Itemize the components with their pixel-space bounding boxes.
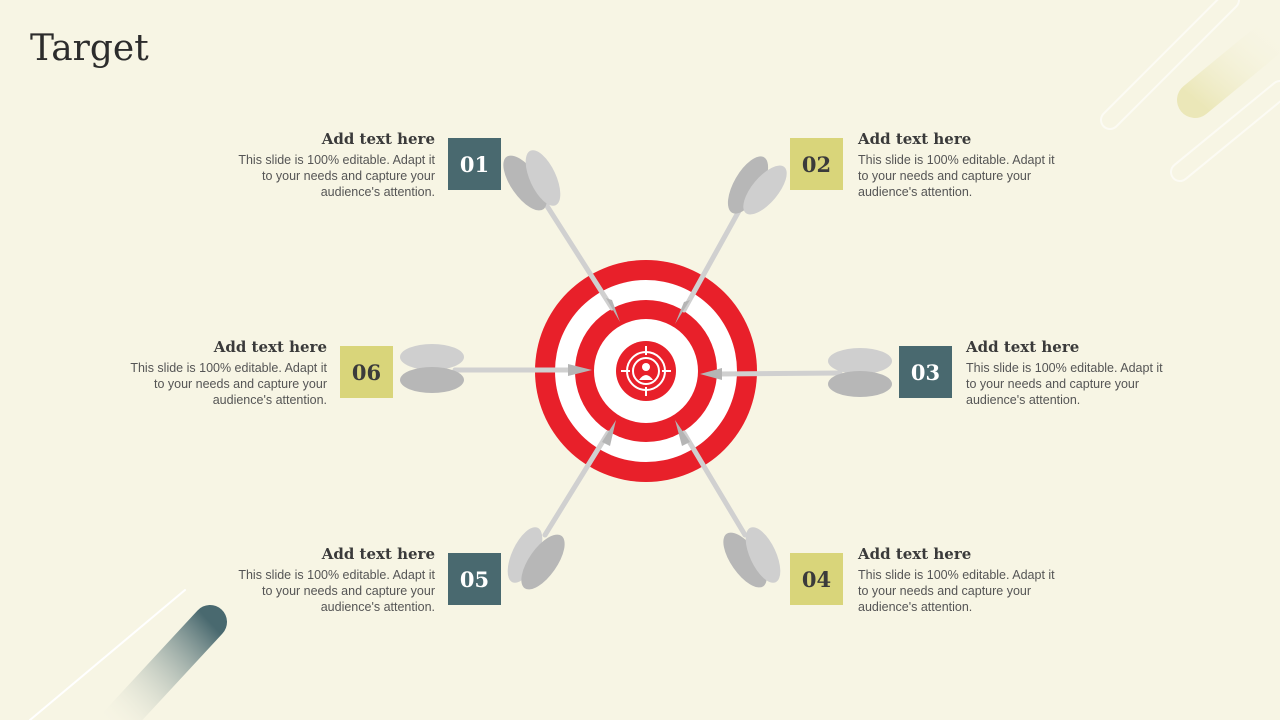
dart-03 — [700, 348, 892, 397]
dart-05 — [507, 420, 616, 590]
item-number-badge: 06 — [340, 346, 393, 398]
page-title: Target — [30, 28, 149, 69]
item-body: This slide is 100% editable. Adapt it to… — [858, 153, 1055, 199]
dart-02 — [675, 156, 787, 324]
item-number-badge: 03 — [899, 346, 952, 398]
item-heading: Add text here — [966, 338, 1080, 356]
deco-yellow-bar — [1177, 12, 1280, 118]
item-number-badge: 02 — [790, 138, 843, 190]
item-body: This slide is 100% editable. Adapt it to… — [238, 568, 435, 614]
item-03-text: Add text here This slide is 100% editabl… — [966, 338, 1171, 408]
item-body: This slide is 100% editable. Adapt it to… — [966, 361, 1163, 407]
item-06-text: Add text here This slide is 100% editabl… — [122, 338, 327, 408]
item-02-text: Add text here This slide is 100% editabl… — [858, 130, 1063, 200]
target-user-icon — [621, 346, 671, 396]
item-05-text: Add text here This slide is 100% editabl… — [230, 545, 435, 615]
item-heading: Add text here — [321, 545, 435, 563]
item-body: This slide is 100% editable. Adapt it to… — [858, 568, 1055, 614]
deco-line — [29, 589, 186, 720]
deco-teal-bar — [96, 605, 227, 720]
deco-line-inner — [1172, 82, 1280, 180]
dart-01 — [503, 150, 620, 322]
deco-line-inner — [1102, 0, 1238, 128]
item-heading: Add text here — [858, 545, 972, 563]
item-body: This slide is 100% editable. Adapt it to… — [238, 153, 435, 199]
item-heading: Add text here — [858, 130, 972, 148]
item-heading: Add text here — [321, 130, 435, 148]
item-04-text: Add text here This slide is 100% editabl… — [858, 545, 1063, 615]
dart-06 — [400, 344, 592, 393]
item-number-badge: 04 — [790, 553, 843, 605]
dart-04 — [675, 420, 781, 588]
item-01-text: Add text here This slide is 100% editabl… — [230, 130, 435, 200]
item-number-badge: 05 — [448, 553, 501, 605]
item-number-badge: 01 — [448, 138, 501, 190]
item-body: This slide is 100% editable. Adapt it to… — [130, 361, 327, 407]
item-heading: Add text here — [213, 338, 327, 356]
